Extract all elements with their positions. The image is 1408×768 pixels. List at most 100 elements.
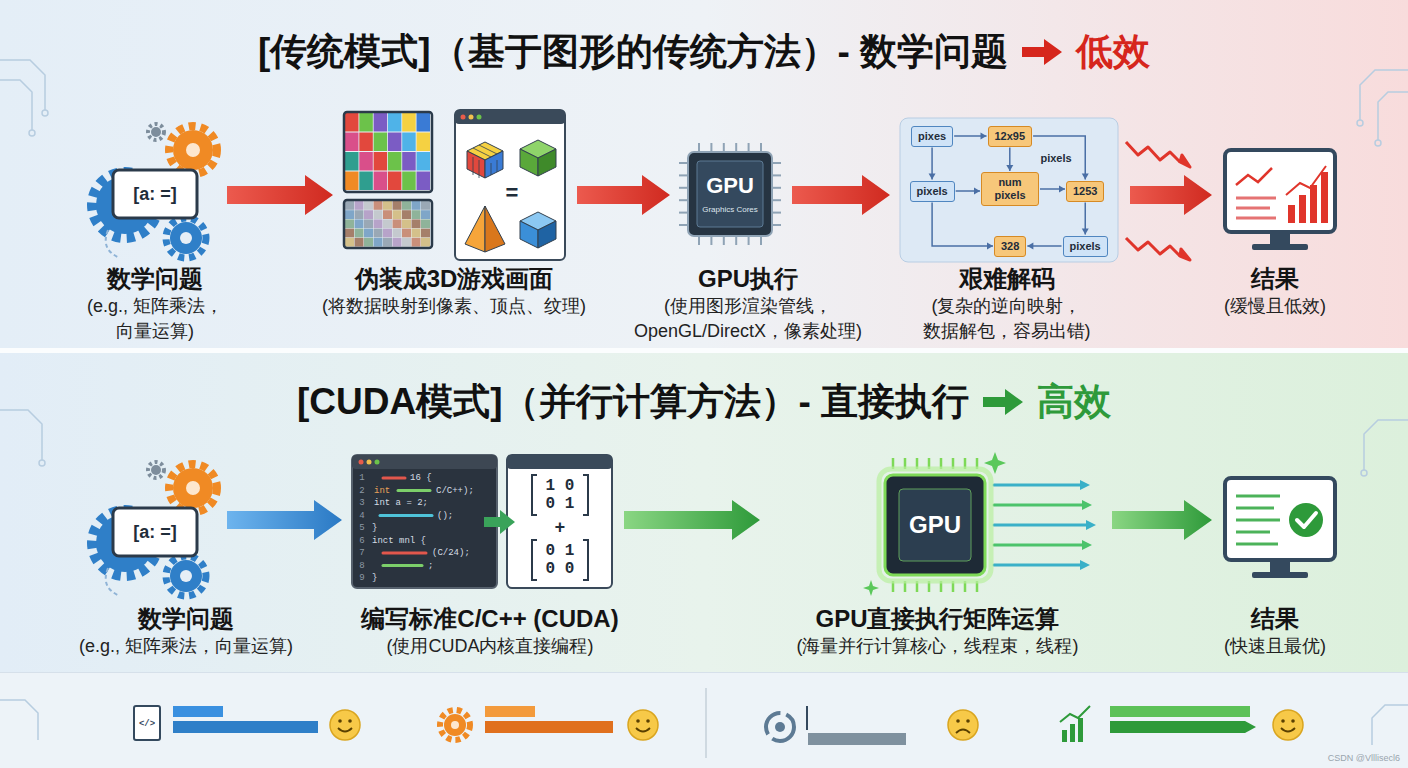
figure-label: GPU <box>909 511 961 539</box>
chip-pin <box>772 224 781 226</box>
data-link <box>1027 243 1061 250</box>
data-box: pixels <box>1063 236 1108 257</box>
figure-label: [a: =] <box>133 184 177 205</box>
process-step: 艰难解码(复杂的逆向映射， 数据解包，容易出错)pixes12x95pixels… <box>888 115 1125 350</box>
process-step: 伪装成3D游戏画面(将数据映射到像素、顶点、纹理) <box>300 105 608 350</box>
texture-cell <box>374 201 383 210</box>
arrowhead <box>987 243 993 250</box>
chip-pin <box>760 143 762 152</box>
texture-cell <box>402 201 411 210</box>
figure-area <box>680 145 780 245</box>
texture-cell <box>364 210 373 219</box>
figure-label: 2 <box>359 485 364 495</box>
pixel-cell <box>388 133 402 152</box>
heading-text: [传统模式]（基于图形的传统方法）- 数学问题 <box>258 27 1008 77</box>
chip-pin <box>679 187 688 189</box>
pixel-cell <box>417 113 431 132</box>
chip-pin <box>679 224 688 226</box>
figure-area <box>95 455 215 585</box>
figure-label: 5 <box>359 523 364 533</box>
pixel-cell <box>345 172 359 191</box>
data-link <box>1006 148 1013 172</box>
figure-label: 0 1 <box>546 542 575 560</box>
texture-cell <box>345 201 354 210</box>
arrow-shape <box>227 175 333 215</box>
texture-cell <box>364 219 373 228</box>
figure-label: 1 <box>359 473 364 483</box>
box-text: pixels <box>917 185 948 198</box>
pixel-cell <box>374 152 388 171</box>
figure-area <box>1222 145 1335 245</box>
figure-label: + <box>555 518 566 539</box>
pixel-cell <box>374 113 388 132</box>
figure-area <box>1222 470 1335 570</box>
texture-cell <box>421 201 430 210</box>
texture-cell <box>421 219 430 228</box>
step-description: (将数据映射到像素、顶点、纹理) <box>300 294 608 319</box>
texture-cell <box>383 201 392 210</box>
arrowhead <box>1082 174 1089 180</box>
data-link <box>929 148 936 180</box>
pixel-cell <box>359 113 373 132</box>
pixel-cell <box>388 172 402 191</box>
chip-pin <box>679 212 688 214</box>
texture-cell <box>402 210 411 219</box>
flow-arrow <box>792 175 890 215</box>
arrowhead <box>1059 186 1065 193</box>
pixel-cell <box>359 172 373 191</box>
data-link <box>1033 136 1089 180</box>
texture-cell <box>355 229 364 238</box>
texture-cell <box>412 238 421 247</box>
pixel-cell <box>345 113 359 132</box>
step-title: 编写标准C/C++ (CUDA) <box>340 604 640 633</box>
texture-cell <box>412 229 421 238</box>
arrowhead <box>1006 165 1013 171</box>
arrow-shape <box>792 175 890 215</box>
figure-label: = <box>506 180 519 205</box>
texture-cell <box>412 210 421 219</box>
flow-arrow <box>1130 175 1212 215</box>
step-title: GPU执行 <box>612 264 884 293</box>
figure-label: </> <box>139 719 155 729</box>
figure-label: 16 { <box>410 473 432 483</box>
data-link <box>1082 203 1089 235</box>
texture-cell <box>412 219 421 228</box>
figure-area <box>95 125 215 265</box>
figure-label: } <box>372 573 377 583</box>
box-text: 12x95 <box>995 130 1026 143</box>
chip-pin <box>748 143 750 152</box>
chip-pin <box>735 236 737 245</box>
arrow-shape <box>1130 175 1212 215</box>
arrow-shape <box>1112 500 1212 540</box>
box-text: 328 <box>1001 240 1019 253</box>
figure-label: (); <box>437 510 453 520</box>
texture-cell <box>393 238 402 247</box>
texture-cell <box>383 219 392 228</box>
figure-label: 9 <box>359 573 364 583</box>
figure-label: 0 0 <box>546 560 575 578</box>
figure-label: 0 1 <box>546 495 575 513</box>
texture-cell <box>393 229 402 238</box>
chip-pin <box>735 143 737 152</box>
chip-pin <box>723 143 725 152</box>
link-line <box>932 203 993 247</box>
figure-label: [a: =] <box>133 522 177 543</box>
figure-label: 6 <box>359 535 364 545</box>
pixel-cell <box>417 133 431 152</box>
heading-text: [CUDA模式]（并行计算方法）- 直接执行 <box>297 377 969 427</box>
texture-cell <box>345 219 354 228</box>
flow-arrow <box>227 175 333 215</box>
texture-cell <box>355 238 364 247</box>
pixel-cell <box>402 172 416 191</box>
pixel-cell <box>417 152 431 171</box>
process-step: 数学问题(e.g., 矩阵乘法，向量运算) <box>60 450 312 670</box>
texture-cell <box>412 201 421 210</box>
step-description: (e.g., 矩阵乘法，向量运算) <box>60 634 312 659</box>
process-step: 编写标准C/C++ (CUDA)(使用CUDA内核直接编程) <box>340 445 640 670</box>
data-box: num pixels <box>981 172 1039 206</box>
step-description: (使用CUDA内核直接编程) <box>340 634 640 659</box>
step-description: (快速且最优) <box>1195 634 1355 659</box>
chip-pin <box>772 212 781 214</box>
box-text: 1253 <box>1073 185 1097 198</box>
chip-pin <box>760 236 762 245</box>
